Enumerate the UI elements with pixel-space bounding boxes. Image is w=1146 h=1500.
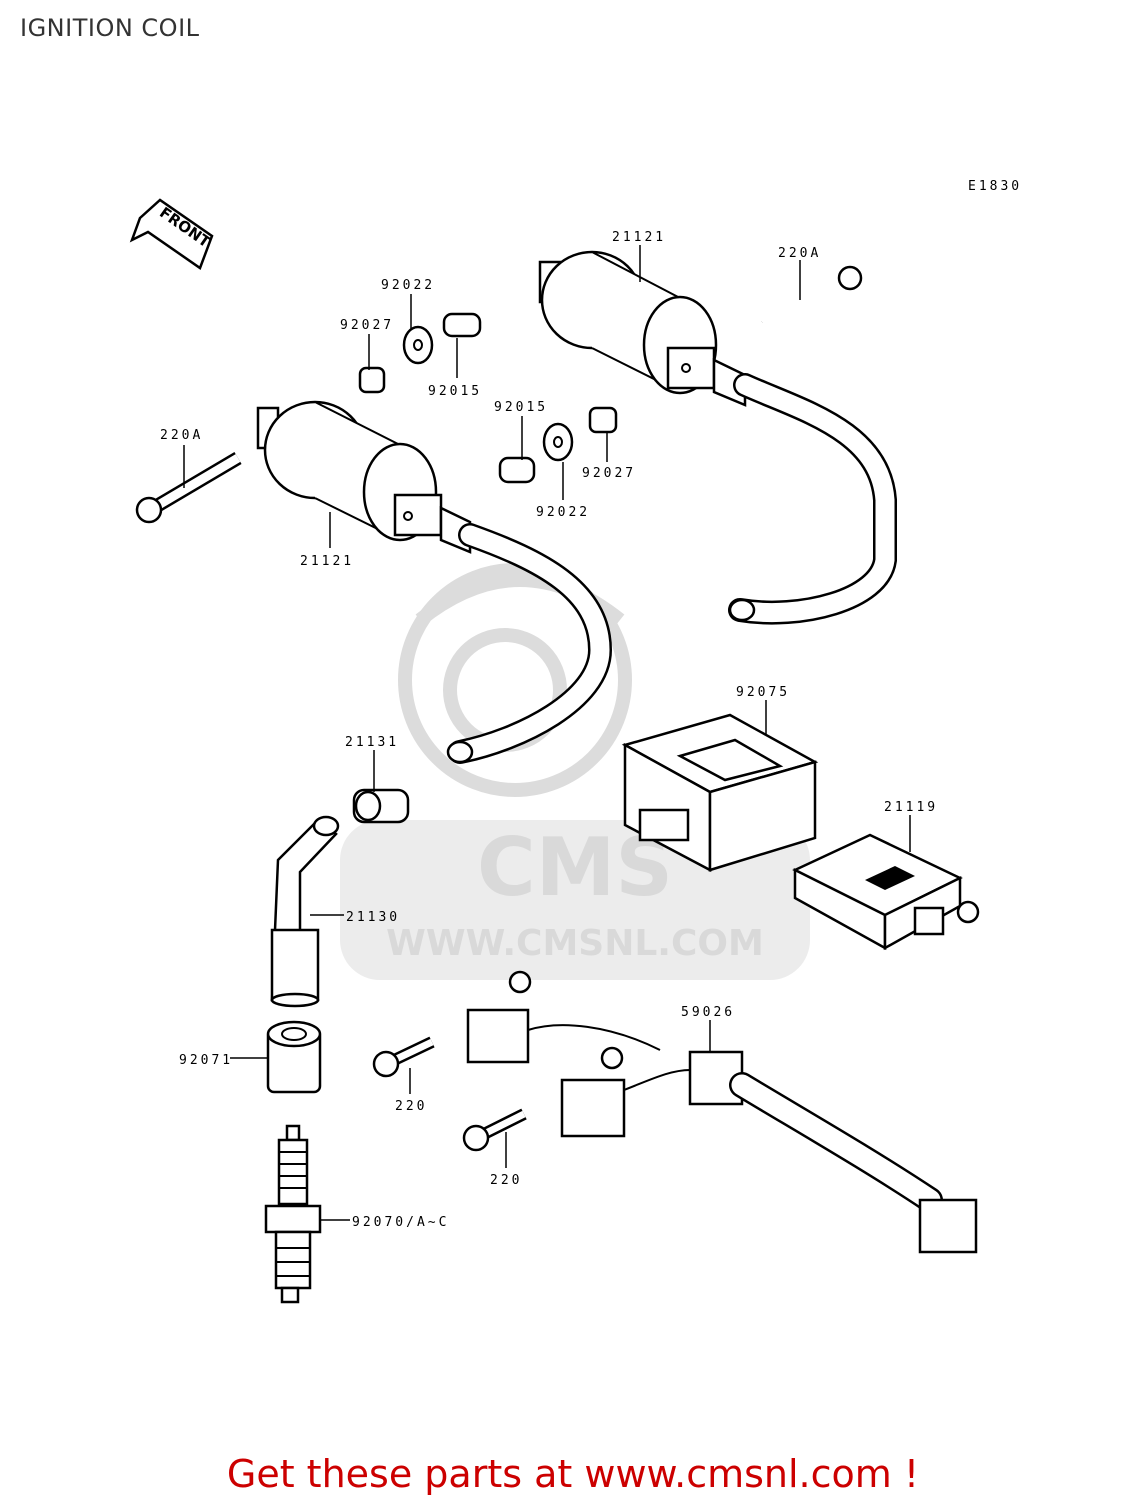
bolt-upper-icon [760,265,863,327]
pickup-coil-icon [466,970,978,1254]
part-label-collar-right: 92015 [494,400,548,415]
part-label-igniter: 21119 [884,800,938,815]
washer-right-icon [542,422,574,462]
part-label-bolt-top: 220A [778,246,821,261]
part-label-spacer-right: 92027 [582,466,636,481]
part-label-cover: 92075 [736,685,790,700]
cover-icon [621,713,819,873]
ignition-coil-upper [538,250,897,625]
part-label-screw-a: 220 [395,1099,427,1114]
part-label-coil-left: 21121 [300,554,354,569]
part-label-coil-top: 21121 [612,230,666,245]
part-label-screw-b: 220 [490,1173,522,1188]
watermark: CMS WWW.CMSNL.COM [340,563,810,980]
ignition-coil-left [256,400,613,764]
washer-left-icon [402,325,434,365]
part-label-washer-right: 92022 [536,505,590,520]
cap-nut-icon [352,788,410,824]
screw-b-icon [462,1108,527,1152]
bolt-left-icon [135,451,242,524]
front-arrow-icon: FRONT [129,198,214,270]
part-label-collar-left: 92015 [428,384,482,399]
spacer-left-icon [358,366,386,394]
seal-icon [266,1020,322,1094]
collar-right-icon [498,456,536,484]
spacer-right-icon [588,406,618,434]
screw-a-icon [372,1036,435,1078]
plug-cap-icon [270,815,340,1008]
igniter-icon [792,833,980,951]
diagram-code: E1830 [968,179,1022,194]
page-title: IGNITION COIL [20,14,200,42]
part-label-cap-nut: 21131 [345,735,399,750]
part-label-plug-cap: 21130 [346,910,400,925]
part-label-seal: 92071 [179,1053,233,1068]
leader-lines [183,245,911,1221]
part-label-spacer-left: 92027 [340,318,394,333]
part-label-bolt-left: 220A [160,428,203,443]
part-label-pickup-coil: 59026 [681,1005,735,1020]
part-label-spark-plug: 92070/A~C [352,1215,449,1230]
spark-plug-icon [264,1124,322,1304]
collar-left-icon [442,312,482,338]
footer-link[interactable]: Get these parts at www.cmsnl.com ! [226,1452,920,1496]
part-label-washer-left: 92022 [381,278,435,293]
watermark-url: WWW.CMSNL.COM [386,923,764,964]
